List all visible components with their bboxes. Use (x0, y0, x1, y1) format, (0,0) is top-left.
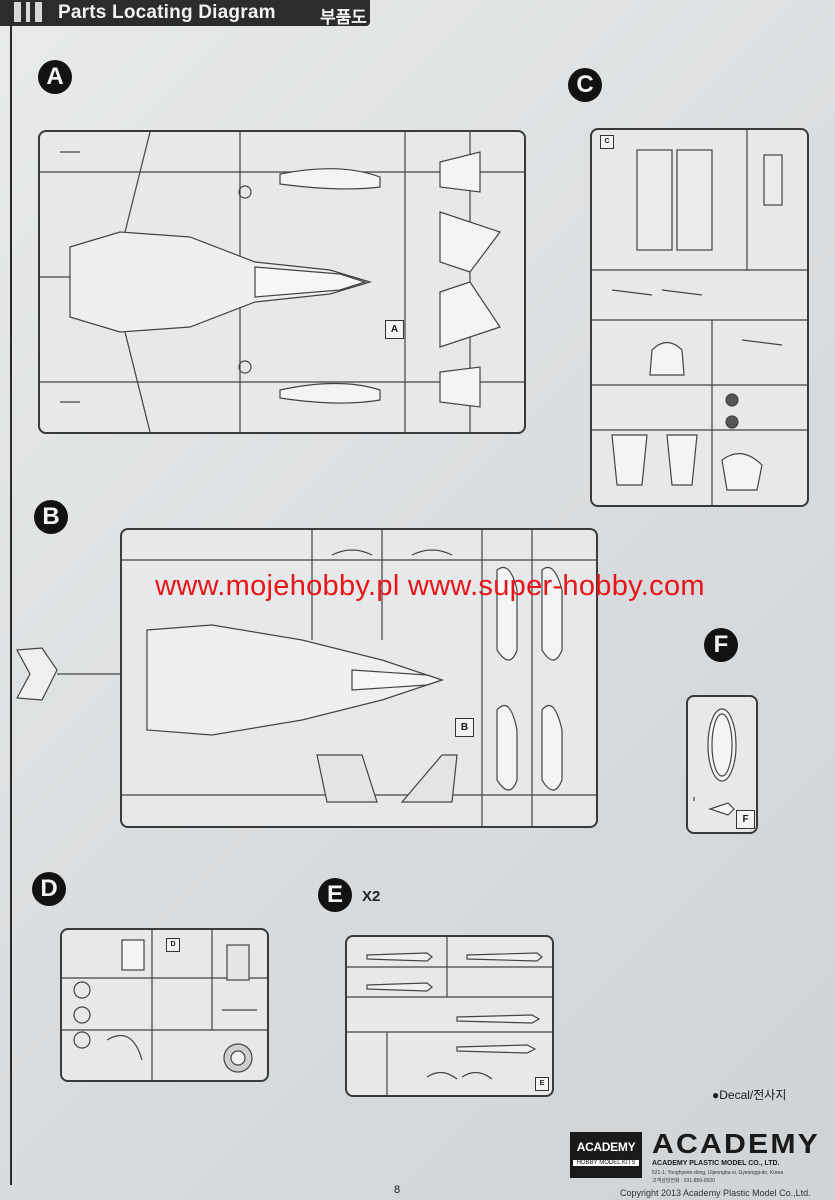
sprue-e-drawing (347, 937, 552, 1095)
sprue-badge-c: C (568, 68, 602, 102)
sprue-a-tag: A (385, 320, 404, 339)
sprue-b-runner-part (16, 647, 122, 701)
page-number: 8 (394, 1184, 401, 1196)
sprue-f-frame: F (686, 695, 758, 834)
sprue-b-frame: B (120, 528, 598, 828)
brand-address: 521-1, Yonghyeon-dong, Uijeongbu-si, Gye… (652, 1170, 784, 1176)
sprue-e-frame: E (345, 935, 554, 1097)
sprue-c-drawing (592, 130, 807, 505)
sprue-badge-f: F (704, 628, 738, 662)
sprue-d-frame: D (60, 928, 269, 1082)
sprue-c-frame: C (590, 128, 809, 507)
copyright-notice: Copyright 2013 Academy Plastic Model Co.… (620, 1188, 811, 1198)
sprue-badge-e: E (318, 878, 352, 912)
sprue-e-quantity: X2 (362, 888, 381, 905)
brand-company-name: ACADEMY PLASTIC MODEL CO., LTD. (652, 1160, 780, 1167)
page-title-korean: 부품도 (320, 8, 367, 27)
sprue-b-drawing (122, 530, 596, 826)
brand-wordmark: ACADEMY (652, 1128, 821, 1159)
logo-box-title: ACADEMY (576, 1140, 636, 1154)
sprue-c-tag: C (600, 135, 614, 149)
sprue-a-drawing (40, 132, 524, 432)
brand-phone: 고객상담전화 : 031-850-0020 (652, 1178, 715, 1184)
sprue-badge-b: B (34, 500, 68, 534)
sprue-d-tag: D (166, 938, 180, 952)
sprue-d-drawing (62, 930, 267, 1080)
section-marker-icon (14, 2, 42, 22)
decal-legend: ●Decal/전사지 (712, 1088, 787, 1102)
section-header: Parts Locating Diagram 부품도 (0, 0, 370, 27)
academy-logo-box: ACADEMY HOBBY MODEL KITS (570, 1132, 642, 1178)
watermark-text: www.mojehobby.pl www.super-hobby.com (155, 570, 705, 602)
logo-box-subtitle: HOBBY MODEL KITS (573, 1160, 639, 1166)
sprue-badge-d: D (32, 872, 66, 906)
left-margin-rule (10, 0, 12, 1185)
sprue-f-tag: F (736, 810, 755, 829)
sprue-f-drawing (693, 708, 737, 816)
sprue-b-tag: B (455, 718, 474, 737)
sprue-a-frame: A (38, 130, 526, 434)
page-title: Parts Locating Diagram (58, 2, 276, 23)
sprue-badge-a: A (38, 60, 72, 94)
sprue-e-tag: E (535, 1077, 549, 1091)
